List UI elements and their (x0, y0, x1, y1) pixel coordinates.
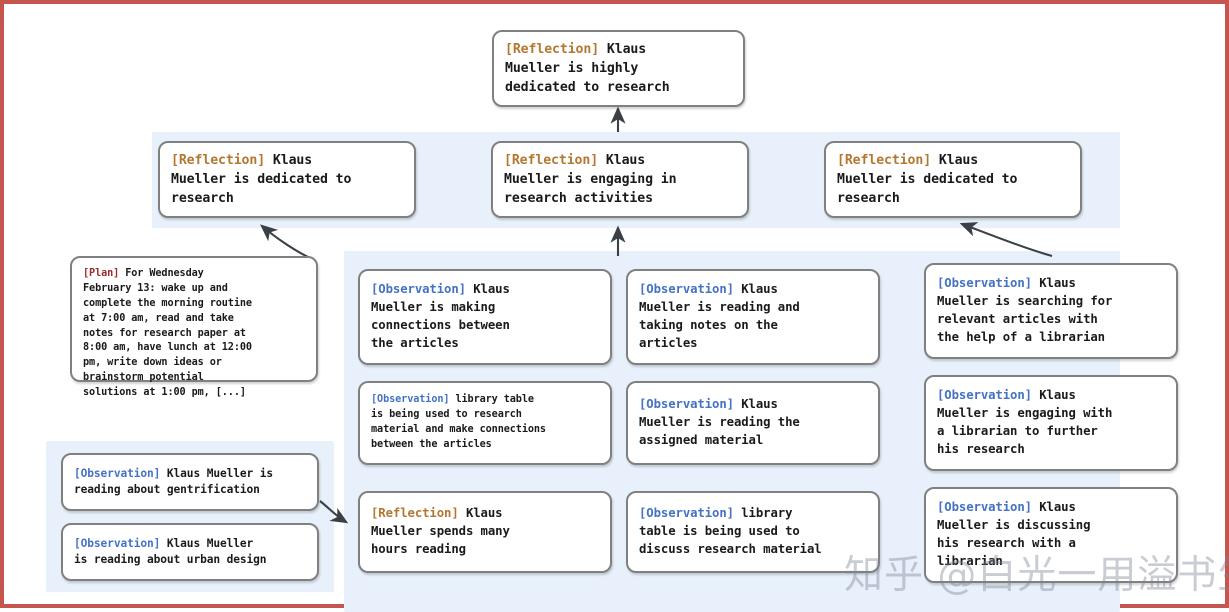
node-text: [Observation] library table is being use… (371, 393, 546, 453)
node-text: [Observation] library table is being use… (639, 505, 822, 559)
node-text: [Observation] Klaus Mueller is reading a… (639, 281, 800, 353)
node-colB-1[interactable]: [Observation] Klaus Mueller is reading a… (626, 269, 880, 365)
node-body: Klaus Mueller is reading about gentrific… (74, 466, 274, 496)
node-colC-1[interactable]: [Observation] Klaus Mueller is searching… (924, 263, 1178, 359)
node-body: Klaus Mueller is engaging with a librari… (937, 388, 1113, 456)
node-body: Klaus Mueller spends many hours reading (371, 506, 510, 556)
tag-observation: [Observation] (371, 282, 466, 297)
arrow-plan-to-left (260, 224, 309, 258)
diagram-canvas: [Reflection] Klaus Mueller is highly ded… (4, 4, 1229, 612)
node-colA-3[interactable]: [Reflection] Klaus Mueller spends many h… (358, 491, 612, 573)
tag-observation: [Observation] (937, 276, 1032, 291)
node-body: Klaus Mueller is discussing his research… (937, 500, 1091, 568)
node-body: For Wednesday February 13: wake up and c… (83, 268, 252, 399)
node-text: [Observation] Klaus Mueller is searching… (937, 275, 1112, 347)
node-body: Klaus Mueller is reading about urban des… (74, 536, 267, 566)
node-body: Klaus Mueller is engaging in research ac… (504, 152, 677, 207)
node-text: [Observation] Klaus Mueller is reading a… (74, 536, 267, 569)
node-text: [Reflection] Klaus Mueller spends many h… (371, 505, 510, 559)
node-text: [Reflection] Klaus Mueller is dedicated … (837, 151, 1017, 209)
node-plan[interactable]: [Plan] For Wednesday February 13: wake u… (70, 256, 318, 398)
tag-plan: [Plan] (83, 268, 120, 279)
node-text: [Reflection] Klaus Mueller is engaging i… (504, 151, 677, 209)
node-body: Klaus Mueller is dedicated to research (837, 152, 1018, 207)
node-colC-3[interactable]: [Observation] Klaus Mueller is discussin… (924, 487, 1178, 583)
tag-observation: [Observation] (74, 536, 161, 550)
node-text: [Reflection] Klaus Mueller is dedicated … (171, 151, 351, 209)
node-text: [Reflection] Klaus Mueller is highly ded… (505, 40, 670, 98)
node-text: [Observation] Klaus Mueller is engaging … (937, 387, 1112, 459)
node-body: library table is being used to research … (371, 394, 546, 450)
node-left-leaf-1[interactable]: [Observation] Klaus Mueller is reading a… (61, 453, 319, 511)
node-colC-2[interactable]: [Observation] Klaus Mueller is engaging … (924, 375, 1178, 471)
node-colB-2[interactable]: [Observation] Klaus Mueller is reading t… (626, 381, 880, 465)
tag-observation: [Observation] (639, 506, 734, 521)
tag-observation: [Observation] (74, 466, 161, 480)
node-level2-middle[interactable]: [Reflection] Klaus Mueller is engaging i… (491, 141, 749, 218)
tag-observation: [Observation] (371, 394, 450, 406)
tag-observation: [Observation] (937, 500, 1032, 515)
node-level2-left[interactable]: [Reflection] Klaus Mueller is dedicated … (158, 141, 416, 218)
node-body: Klaus Mueller is making connections betw… (371, 282, 510, 350)
tag-reflection: [Reflection] (504, 152, 599, 168)
node-text: [Observation] Klaus Mueller is reading a… (74, 466, 273, 499)
node-body: library table is being used to discuss r… (639, 506, 822, 556)
node-body: Klaus Mueller is dedicated to research (171, 152, 352, 207)
tag-observation: [Observation] (639, 397, 734, 412)
tag-observation: [Observation] (937, 388, 1032, 403)
tag-reflection: [Reflection] (171, 152, 266, 168)
node-colA-1[interactable]: [Observation] Klaus Mueller is making co… (358, 269, 612, 365)
tag-observation: [Observation] (639, 282, 734, 297)
node-body: Klaus Mueller is highly dedicated to res… (505, 41, 670, 96)
tag-reflection: [Reflection] (371, 506, 459, 521)
node-body: Klaus Mueller is searching for relevant … (937, 276, 1113, 344)
node-root-reflection[interactable]: [Reflection] Klaus Mueller is highly ded… (492, 30, 745, 107)
node-text: [Observation] Klaus Mueller is discussin… (937, 499, 1090, 571)
node-text: [Plan] For Wednesday February 13: wake u… (83, 267, 252, 401)
node-level2-right[interactable]: [Reflection] Klaus Mueller is dedicated … (824, 141, 1082, 218)
node-colA-2[interactable]: [Observation] library table is being use… (358, 381, 612, 465)
node-body: Klaus Mueller is reading and taking note… (639, 282, 800, 350)
node-left-leaf-2[interactable]: [Observation] Klaus Mueller is reading a… (61, 523, 319, 581)
tag-reflection: [Reflection] (505, 41, 600, 57)
node-colB-3[interactable]: [Observation] library table is being use… (626, 491, 880, 573)
node-body: Klaus Mueller is reading the assigned ma… (639, 397, 800, 447)
node-text: [Observation] Klaus Mueller is making co… (371, 281, 510, 353)
node-text: [Observation] Klaus Mueller is reading t… (639, 396, 800, 450)
tag-reflection: [Reflection] (837, 152, 932, 168)
